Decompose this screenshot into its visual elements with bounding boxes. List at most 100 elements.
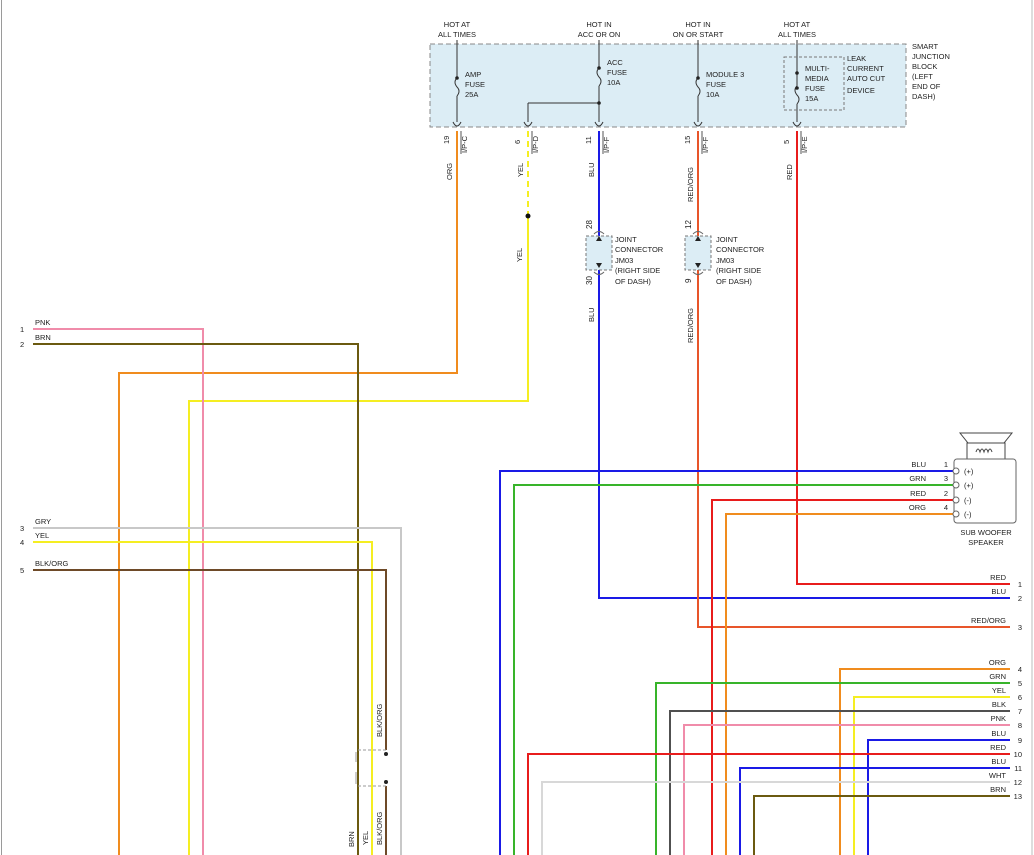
wire-brn-left [33,343,359,855]
wire-gry-left [33,527,402,855]
left-wire-label-2: BRN [35,333,51,342]
output-connector-1: I/P-C [460,135,469,153]
output-pin-5: 5 [782,140,791,144]
right-pin-2: 2 [1018,594,1022,603]
right-pin-3: 3 [1018,623,1022,632]
wire-red-sub [711,499,954,855]
junction-block-body [429,43,907,128]
joint-connector-2-line3: JM03 [716,256,734,265]
output-wire-label-2: YEL [516,163,525,177]
brn-bottom-label: BRN [347,831,356,847]
wire-red-r10 [527,753,1010,855]
junction-block-name-2: JUNCTION [912,52,950,61]
wire-brn-r13 [753,795,1010,855]
wire-blu-jm03 [598,270,1010,599]
right-pin-12: 12 [1014,778,1022,787]
header-4-line1: HOT AT [784,20,811,29]
left-pin-5: 5 [20,566,24,575]
right-wire-label-11: BLU [991,757,1006,766]
right-pin-7: 7 [1018,707,1022,716]
amp-fuse-label-1: AMP [465,70,481,79]
left-pin-3: 3 [20,524,24,533]
right-wire-label-9: BLU [991,729,1006,738]
multimedia-fuse-label-4: 15A [805,94,818,103]
wire-pnk-left [33,328,204,855]
sub-polarity-3: (-) [964,496,972,505]
sub-wire-label-3: RED [910,489,926,498]
junction-block-name-3: BLOCK [912,62,937,71]
wire-blk-r7 [669,710,1010,855]
joint-connector-1-top-pin: 28 [585,220,594,229]
leak-device-label-1: LEAK [847,54,866,63]
output-wire-label-4: RED/ORG [686,167,695,202]
right-wire-label-5: GRN [989,672,1006,681]
right-wire-label-8: PNK [991,714,1006,723]
wire-org-r4 [839,668,1010,855]
subwoofer-speaker: SUB WOOFER SPEAKER [953,432,1017,547]
joint-connector-arrows [596,236,701,268]
joint-connector-2: 12 9 JOINT CONNECTOR JM03 (RIGHT SIDE OF… [684,220,765,343]
joint-connector-2-bottom-pin: 9 [684,278,693,283]
output-connector-5: I/P-E [800,136,809,153]
sub-polarity-1: (+) [964,467,974,476]
joint-connector-2-top-pin: 12 [684,220,693,229]
right-wire-label-12: WHT [989,771,1006,780]
right-wire-label-10: RED [990,743,1006,752]
speaker-magnet-icon [966,442,1006,460]
wire-blu-r9 [867,739,1010,855]
blk-org-upper-label: BLK/ORG [375,703,384,737]
speaker-coil-icon [975,448,993,454]
speaker-cone-icon [958,432,1014,444]
right-wire-label-2: BLU [991,587,1006,596]
junction-block-name-1: SMART [912,42,939,51]
output-terminal-icon [452,121,462,127]
joint-connector-2-line2: CONNECTOR [716,245,765,254]
junction-outputs [452,121,802,154]
right-pin-4: 4 [1018,665,1022,674]
joint-connector-terminals [593,231,704,275]
wire-blkorg-left [33,569,387,750]
amp-fuse-label-2: FUSE [465,80,485,89]
module3-fuse-label-2: FUSE [706,80,726,89]
wire-blu-r11 [739,767,1010,855]
left-wire-label-4: YEL [35,531,49,540]
sub-wire-label-1: BLU [911,460,926,469]
blk-org-lower-label: BLK/ORG [375,811,384,845]
wire-red-multimedia [796,131,1010,585]
wire-pnk-r8 [683,724,1010,855]
yel-splice-dot [525,213,531,219]
wire-org-sub [725,513,954,855]
smart-junction-block: SMART JUNCTION BLOCK (LEFT END OF DASH) … [429,20,950,128]
joint-connector-1-line2: CONNECTOR [615,245,664,254]
multimedia-fuse-label-3: FUSE [805,84,825,93]
joint-connector-1-wire-below: BLU [587,307,596,322]
left-wire-label-3: GRY [35,517,51,526]
left-pin-2: 2 [20,340,24,349]
junction-block-name-6: DASH) [912,92,936,101]
right-wire-label-3: RED/ORG [971,616,1006,625]
wires [33,131,1010,855]
left-pin-1: 1 [20,325,24,334]
subwoofer-label-2: SPEAKER [968,538,1004,547]
right-pin-6: 6 [1018,693,1022,702]
right-wire-label-6: YEL [992,686,1006,695]
sub-wire-label-2: GRN [909,474,926,483]
sub-terminal-icon [952,467,960,475]
header-1-line1: HOT AT [444,20,471,29]
right-pin-1: 1 [1018,580,1022,589]
output-connector-2: I/P-D [531,135,540,153]
yel-lower-label: YEL [515,248,524,262]
sub-pin-2: 2 [944,489,948,498]
wire-yel-left [33,541,373,855]
wire-grn-r5 [655,682,1010,855]
right-pin-11: 11 [1014,764,1022,773]
sub-pin-3: 3 [944,474,948,483]
right-wire-label-4: ORG [989,658,1006,667]
output-pin-3: 11 [584,136,593,144]
header-4-line2: ALL TIMES [778,30,816,39]
leak-device-box [783,56,845,111]
joint-connector-1-line3: JM03 [615,256,633,265]
